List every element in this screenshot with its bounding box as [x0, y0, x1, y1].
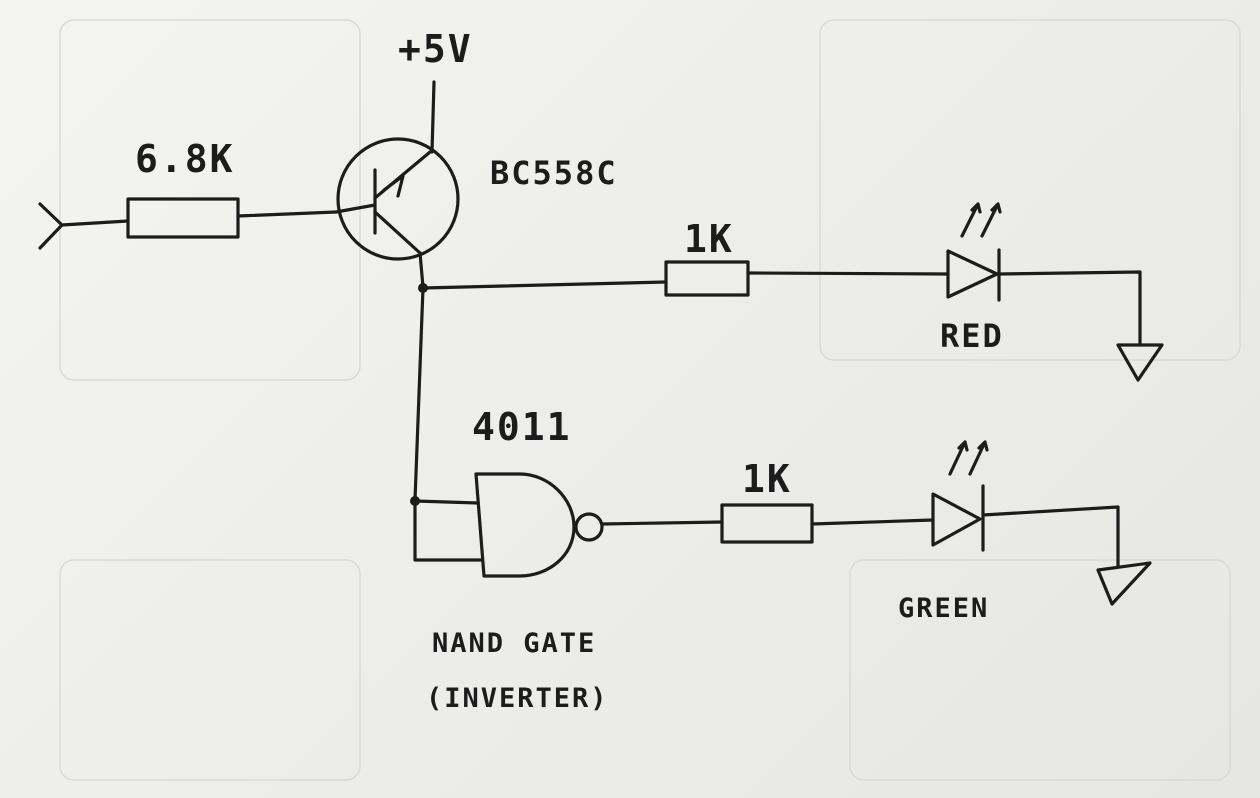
base-resistor-body	[126, 197, 240, 239]
gate-name-label: NAND GATE	[432, 628, 596, 659]
transistor-symbol	[334, 137, 460, 261]
wire-gate-inputs-tied	[413, 499, 484, 562]
wire-collector-to-red-resistor	[421, 280, 668, 290]
wire-collector	[418, 251, 425, 289]
supply-voltage-label: +5V	[398, 27, 473, 71]
input-terminal	[38, 202, 130, 250]
red-resistor-body	[664, 260, 750, 297]
red-led-label: RED	[940, 317, 1004, 355]
green-led-symbol	[931, 440, 989, 552]
wire-red-led-to-ground	[997, 270, 1142, 347]
wire-emitter-to-supply	[430, 80, 436, 154]
paper-bleed-through	[59, 19, 1241, 781]
nand-gate-body	[474, 472, 576, 578]
gate-function-label: (INVERTER)	[426, 683, 609, 714]
red-resistor-label: 1K	[684, 217, 734, 261]
nand-gate-bubble	[574, 512, 604, 542]
wire-resistor-to-base	[236, 210, 338, 218]
wire-green-led-to-ground	[981, 505, 1120, 568]
green-ground-symbol	[1096, 561, 1152, 606]
red-ground-symbol	[1116, 343, 1164, 382]
wire-gate-to-green-resistor	[600, 520, 724, 526]
green-resistor-body	[720, 503, 814, 544]
wire-green-resistor-to-led	[810, 518, 935, 526]
wire-collector-to-gate	[413, 286, 425, 502]
wire-red-resistor-to-led	[746, 271, 950, 276]
transistor-label: BC558C	[490, 154, 618, 192]
gate-ic-label: 4011	[472, 405, 572, 449]
green-resistor-label: 1K	[742, 457, 792, 501]
base-resistor-label: 6.8K	[135, 137, 235, 181]
green-led-label: GREEN	[898, 593, 989, 624]
red-led-symbol	[946, 202, 1002, 302]
